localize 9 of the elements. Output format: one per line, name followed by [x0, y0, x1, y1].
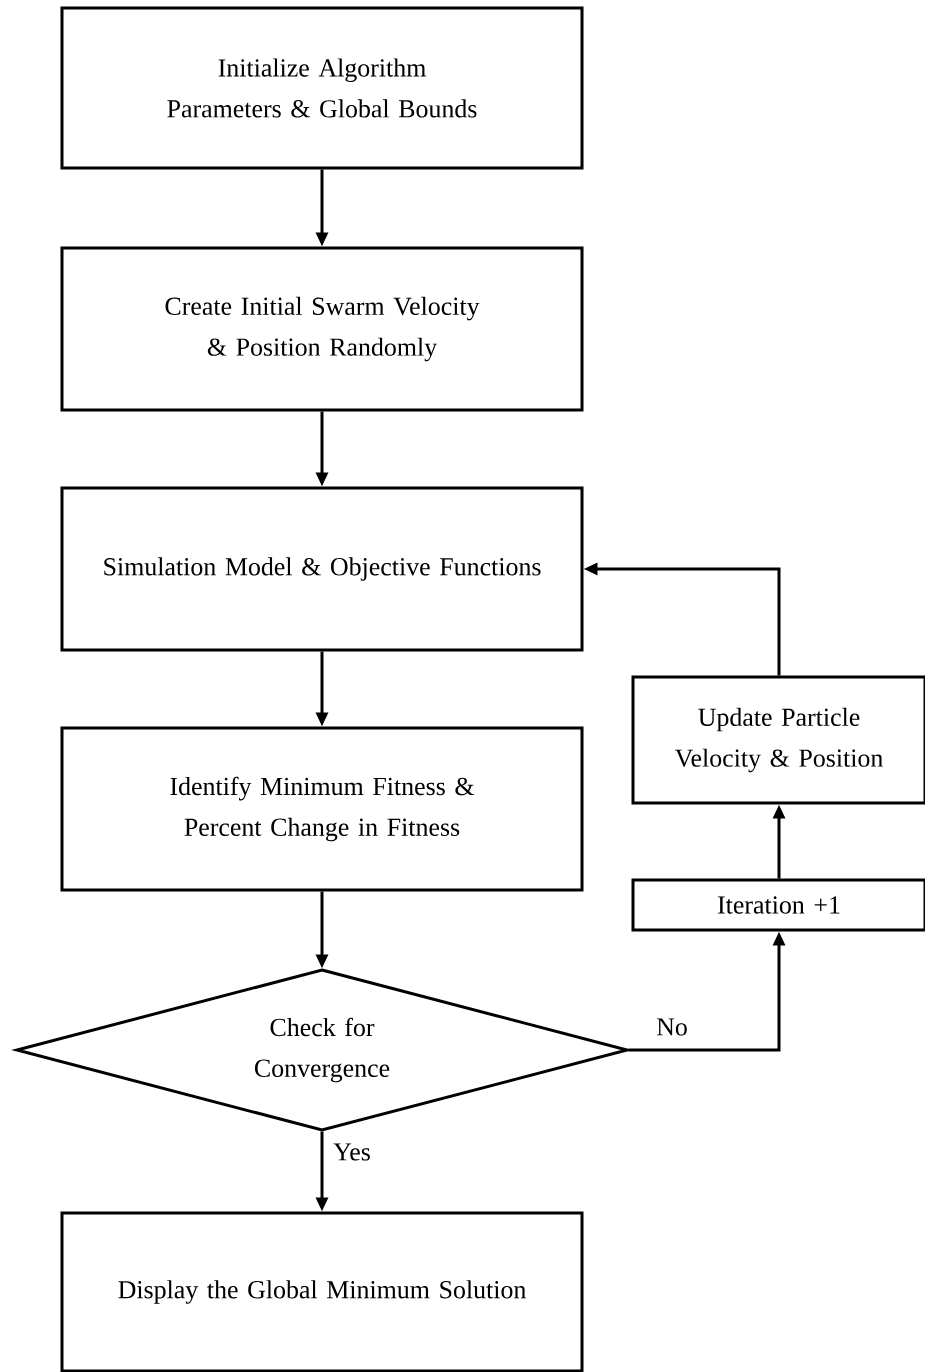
edge-label: Yes [332, 1142, 372, 1162]
process-box: Iteration +1 [631, 878, 925, 932]
process-box: Create Initial Swarm Velocity & Position Randomly [60, 246, 584, 412]
process-box: Update Particle Velocity & Position [631, 675, 925, 805]
process-box: Identify Minimum Fitness & Percent Change in Fitness [60, 726, 584, 892]
process-box: Initialize Algorithm Parameters & Global Bounds [60, 6, 584, 170]
edge-label: No [655, 1017, 689, 1037]
process-box: Simulation Model & Objective Functions [60, 486, 584, 652]
process-box: Display the Global Minimum Solution [60, 1211, 584, 1372]
